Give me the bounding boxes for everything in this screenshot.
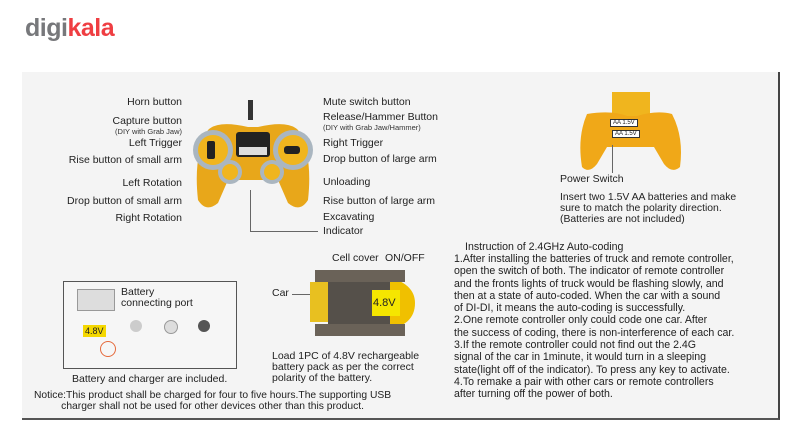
instructions-title: Instruction of 2.4GHz Auto-coding <box>465 241 624 253</box>
instructions-body: 1.After installing the batteries of truc… <box>454 253 735 401</box>
insert-batteries-text: Insert two 1.5V AA batteries and make su… <box>560 192 737 225</box>
label-mute-switch: Mute switch button <box>323 96 411 108</box>
cell-cover-label: Cell cover <box>332 252 379 264</box>
label-drop-large-arm: Drop button of large arm <box>323 153 437 165</box>
notice-text: Notice:This product shall be charged for… <box>34 390 392 412</box>
label-capture-note: (DIY with Grab Jaw) <box>115 127 182 136</box>
charger-step-icon <box>198 320 210 332</box>
label-rise-large-arm: Rise button of large arm <box>323 195 436 207</box>
label-right-trigger: Right Trigger <box>323 137 384 149</box>
on-off-label: ON/OFF <box>385 252 425 264</box>
port-photo <box>77 289 115 311</box>
label-indicator: Indicator <box>323 225 364 237</box>
label-capture-button: Capture button <box>112 115 182 127</box>
car-battery-label: 4.8V <box>373 297 396 309</box>
battery-pack-label: 4.8V <box>83 325 106 337</box>
label-horn-button: Horn button <box>127 96 182 108</box>
controller-image <box>193 100 313 208</box>
label-left-trigger: Left Trigger <box>128 137 182 149</box>
label-release-note: (DIY with Grab Jaw/Hammer) <box>323 123 421 132</box>
charger-step-icon <box>164 320 178 334</box>
label-rise-small-arm: Rise button of small arm <box>68 154 182 166</box>
label-unloading: Unloading <box>323 176 371 188</box>
battery-slot-2: AA 1.5V <box>612 130 640 138</box>
label-left-rotation: Left Rotation <box>122 177 182 189</box>
battery-slot-1: AA 1.5V <box>610 119 638 127</box>
label-release-hammer: Release/Hammer Button <box>323 111 438 123</box>
label-excavating: Excavating <box>323 211 375 223</box>
label-drop-small-arm: Drop button of small arm <box>67 195 182 207</box>
charger-caption: Battery and charger are included. <box>72 373 228 385</box>
power-switch-label: Power Switch <box>560 173 624 185</box>
connector-highlight <box>100 341 116 357</box>
label-right-rotation: Right Rotation <box>115 212 182 224</box>
digikala-logo[interactable]: digikala <box>25 14 115 42</box>
controller-back-image <box>580 92 681 170</box>
car-image <box>310 270 415 336</box>
charger-step-icon <box>130 320 142 332</box>
car-label: Car <box>272 287 289 299</box>
